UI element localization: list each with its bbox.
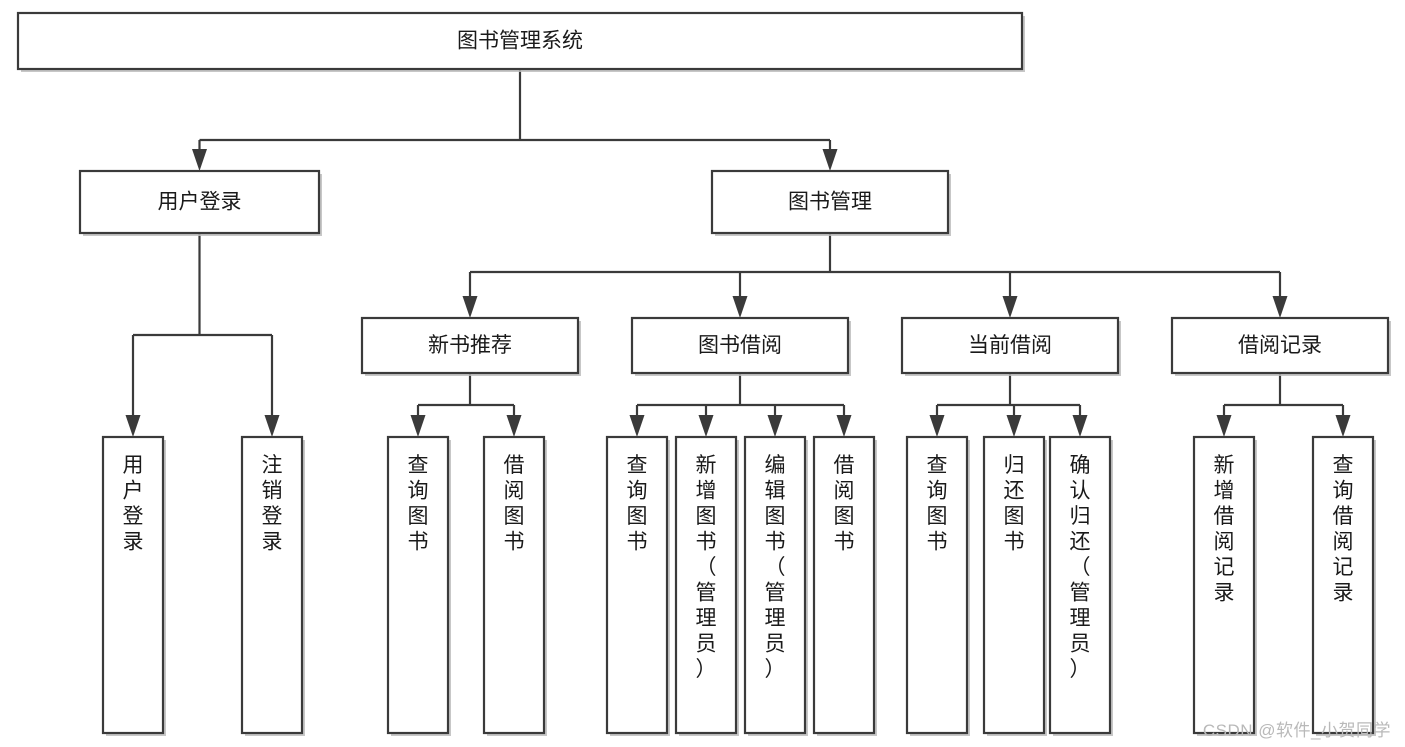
- edge-group-book-borrow: [629, 373, 852, 437]
- node-label: 编辑图书（管理员）: [765, 454, 786, 681]
- node-label: 用户登录: [123, 454, 144, 554]
- node-book-borrow[interactable]: 图书借阅: [630, 316, 851, 376]
- node-leaf-logout[interactable]: 注销登录: [240, 435, 305, 736]
- arrow-head-icon-leaf-logout: [264, 415, 280, 437]
- node-rect[interactable]: [482, 435, 546, 735]
- arrow-head-icon-leaf-add-record: [1216, 415, 1232, 437]
- node-current-borrow[interactable]: 当前借阅: [900, 316, 1121, 376]
- node-rect[interactable]: [360, 316, 580, 375]
- node-rect[interactable]: [16, 11, 1024, 71]
- node-label: 查询图书: [927, 454, 948, 554]
- node-rect[interactable]: [812, 435, 876, 735]
- node-leaf-borrow-book-1[interactable]: 借阅图书: [482, 435, 547, 736]
- arrow-head-icon-leaf-query-book-2: [629, 415, 645, 437]
- arrow-head-icon-leaf-confirm-return: [1072, 415, 1088, 437]
- node-rect[interactable]: [101, 435, 165, 735]
- edge-group-book-manage: [462, 233, 1288, 318]
- node-label: 查询借阅记录: [1333, 454, 1354, 605]
- node-leaf-user-login[interactable]: 用户登录: [101, 435, 166, 736]
- node-leaf-edit-book[interactable]: 编辑图书（管理员）: [743, 435, 808, 736]
- node-leaf-add-record[interactable]: 新增借阅记录: [1192, 435, 1257, 736]
- edge-group-user-login: [125, 233, 280, 437]
- node-label: 图书借阅: [698, 334, 782, 357]
- arrow-head-icon-book-borrow: [732, 296, 748, 318]
- node-leaf-add-book[interactable]: 新增图书（管理员）: [674, 435, 739, 736]
- edge-group-current-borrow: [929, 373, 1088, 437]
- arrow-head-icon-borrow-record: [1272, 296, 1288, 318]
- watermark-label: CSDN @软件_小贺同学: [1202, 721, 1391, 740]
- node-leaf-borrow-book-2[interactable]: 借阅图书: [812, 435, 877, 736]
- node-label: 新书推荐: [428, 334, 512, 357]
- node-label: 当前借阅: [968, 334, 1052, 357]
- node-label: 借阅记录: [1238, 334, 1322, 357]
- node-rect[interactable]: [710, 169, 950, 235]
- node-leaf-query-book-2[interactable]: 查询图书: [605, 435, 670, 736]
- arrow-head-icon-user-login: [192, 149, 207, 171]
- node-rect[interactable]: [605, 435, 669, 735]
- node-rect[interactable]: [1311, 435, 1375, 735]
- node-label: 新增借阅记录: [1214, 454, 1235, 605]
- arrow-head-icon-new-book-recommend: [462, 296, 478, 318]
- edge-group-root: [192, 69, 838, 171]
- node-leaf-return-book[interactable]: 归还图书: [982, 435, 1047, 736]
- node-rect[interactable]: [240, 435, 304, 735]
- arrow-head-icon-leaf-borrow-book-2: [836, 415, 852, 437]
- arrow-head-icon-leaf-query-book-3: [929, 415, 945, 437]
- node-label: 借阅图书: [504, 454, 525, 554]
- node-label: 图书管理: [788, 191, 872, 214]
- arrow-head-icon-current-borrow: [1002, 296, 1018, 318]
- node-rect[interactable]: [982, 435, 1046, 735]
- node-user-login[interactable]: 用户登录: [78, 169, 322, 236]
- node-book-manage[interactable]: 图书管理: [710, 169, 951, 236]
- arrow-head-icon-leaf-borrow-book-1: [506, 415, 522, 437]
- edge-layer: [125, 69, 1351, 437]
- node-label: 归还图书: [1004, 454, 1025, 554]
- node-borrow-record[interactable]: 借阅记录: [1170, 316, 1391, 376]
- arrow-head-icon-leaf-user-login: [125, 415, 141, 437]
- node-rect[interactable]: [1170, 316, 1390, 375]
- node-label: 借阅图书: [834, 454, 855, 554]
- node-rect[interactable]: [1048, 435, 1112, 735]
- arrow-head-icon-book-manage: [822, 149, 838, 171]
- node-rect[interactable]: [78, 169, 321, 235]
- arrow-head-icon-leaf-return-book: [1006, 415, 1022, 437]
- node-label: 图书管理系统: [457, 30, 583, 53]
- node-label: 用户登录: [158, 191, 242, 214]
- node-rect[interactable]: [1192, 435, 1256, 735]
- node-label: 确认归还（管理员）: [1070, 454, 1091, 681]
- node-rect[interactable]: [900, 316, 1120, 375]
- node-label: 查询图书: [627, 454, 648, 554]
- edge-group-borrow-record: [1216, 373, 1351, 437]
- node-layer: 图书管理系统用户登录图书管理新书推荐图书借阅当前借阅借阅记录用户登录注销登录查询…: [16, 11, 1391, 736]
- node-rect[interactable]: [743, 435, 807, 735]
- arrow-head-icon-leaf-edit-book: [767, 415, 783, 437]
- node-rect[interactable]: [674, 435, 738, 735]
- arrow-head-icon-leaf-query-record: [1335, 415, 1351, 437]
- node-rect[interactable]: [386, 435, 450, 735]
- node-root[interactable]: 图书管理系统: [16, 11, 1025, 72]
- node-new-book-recommend[interactable]: 新书推荐: [360, 316, 581, 376]
- node-label: 新增图书（管理员）: [696, 454, 717, 681]
- node-leaf-query-record[interactable]: 查询借阅记录: [1311, 435, 1376, 736]
- node-leaf-query-book-3[interactable]: 查询图书: [905, 435, 970, 736]
- edge-group-new-book-recommend: [410, 373, 522, 437]
- arrow-head-icon-leaf-query-book-1: [410, 415, 426, 437]
- node-label: 注销登录: [262, 454, 283, 554]
- node-rect[interactable]: [905, 435, 969, 735]
- node-rect[interactable]: [630, 316, 850, 375]
- node-label: 查询图书: [408, 454, 429, 554]
- node-leaf-query-book-1[interactable]: 查询图书: [386, 435, 451, 736]
- node-leaf-confirm-return[interactable]: 确认归还（管理员）: [1048, 435, 1113, 736]
- arrow-head-icon-leaf-add-book: [698, 415, 714, 437]
